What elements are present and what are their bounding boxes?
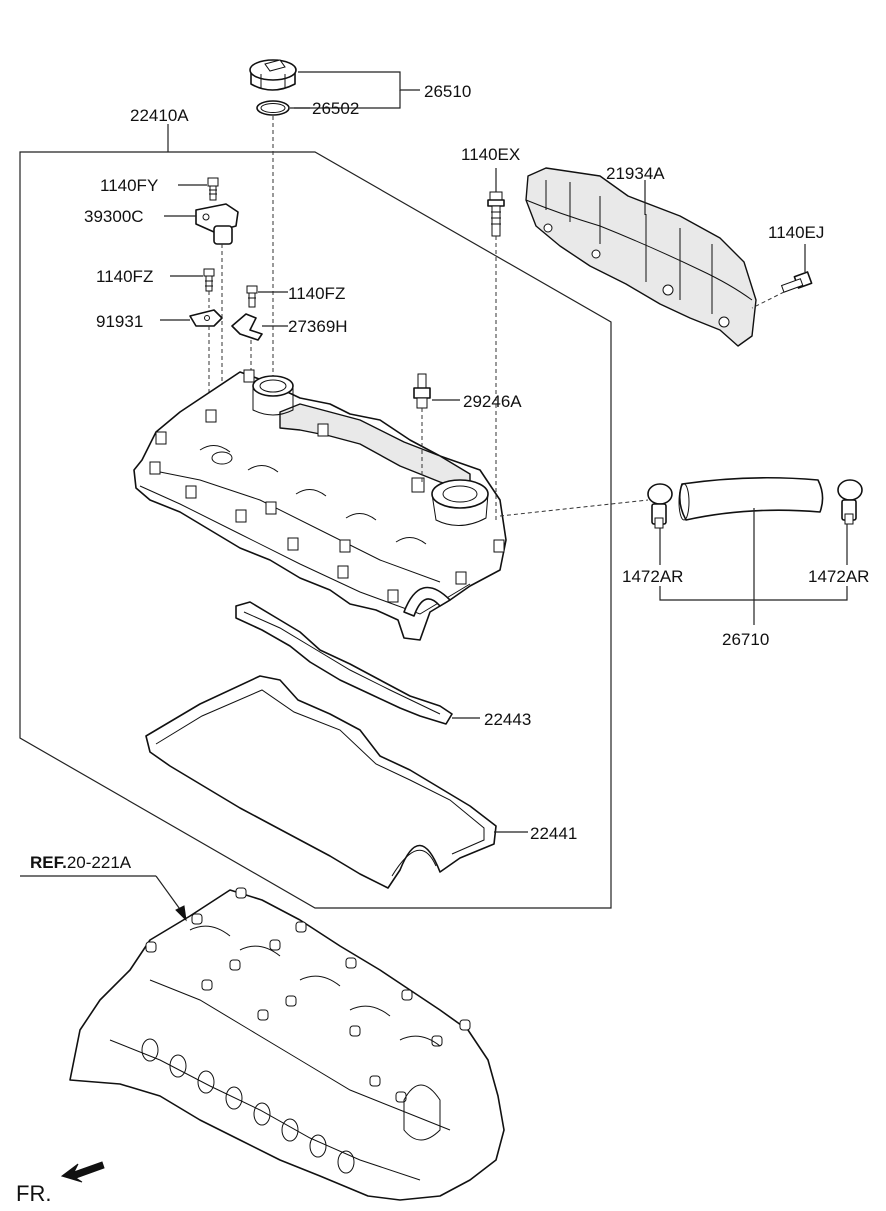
label-1472ar-right: 1472AR <box>808 567 869 586</box>
assembly-boundary <box>19 151 612 909</box>
label-22410a: 22410A <box>130 106 189 125</box>
ref-code: 20-221A <box>67 853 132 872</box>
label-1140fz-right: 1140FZ <box>288 284 345 303</box>
label-1140fz-left: 1140FZ <box>96 267 153 286</box>
pcv-hose <box>678 476 824 521</box>
bolt-1140ex <box>487 191 505 237</box>
cylinder-head <box>69 887 505 1201</box>
label-39300c: 39300C <box>84 207 144 226</box>
label-26502: 26502 <box>312 99 359 118</box>
heat-shield <box>525 167 757 347</box>
cylinder-head-cover <box>133 369 507 641</box>
label-1140ej: 1140EJ <box>768 223 824 242</box>
arrow-front-icon <box>60 1161 105 1183</box>
camshaft-sensor <box>195 203 239 245</box>
ref-label: REF.20-221A <box>30 853 132 872</box>
oil-filler-cap <box>249 59 297 91</box>
hose-clamp-right <box>837 479 863 525</box>
label-22443: 22443 <box>484 710 531 729</box>
bolt-1140fz-right <box>246 285 258 308</box>
label-91931: 91931 <box>96 312 143 331</box>
label-26510: 26510 <box>424 82 471 101</box>
bracket-27369h <box>231 313 263 341</box>
bolt-1140ej <box>780 271 813 293</box>
pcv-valve <box>413 373 431 409</box>
o-ring <box>256 100 290 116</box>
spark-plug-gasket <box>235 601 453 725</box>
label-22441: 22441 <box>530 824 577 843</box>
label-29246a: 29246A <box>463 392 522 411</box>
bracket-91931 <box>189 309 223 327</box>
label-1140ex: 1140EX <box>461 145 520 164</box>
head-cover-gasket <box>145 675 497 889</box>
bolt-1140fz-left <box>203 268 215 292</box>
label-1472ar-left: 1472AR <box>622 567 683 586</box>
bolt-1140fy <box>207 177 219 201</box>
label-27369h: 27369H <box>288 317 348 336</box>
label-26710: 26710 <box>722 630 769 649</box>
label-21934a: 21934A <box>606 164 665 183</box>
ref-prefix: REF. <box>30 853 67 872</box>
hose-clamp-left <box>647 483 673 529</box>
label-1140fy: 1140FY <box>100 176 158 195</box>
front-label: FR. <box>16 1181 51 1206</box>
